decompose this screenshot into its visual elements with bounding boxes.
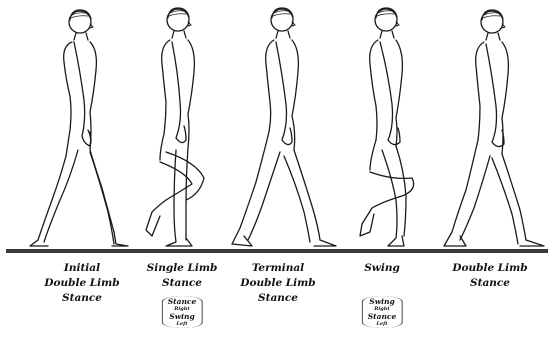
phase-label-line: Single Limb (147, 261, 218, 276)
figure-single-limb-stance (146, 8, 204, 246)
phase-label-double-limb-stance: Double Limb Stance (452, 261, 527, 291)
limb-role-note-line: Swing (168, 312, 197, 321)
limb-role-note-swing: Swing Right Stance Left (362, 296, 403, 328)
limb-role-note-line: Left (168, 321, 197, 327)
phase-label-line: Stance (240, 291, 315, 306)
phase-label-line: Swing (364, 261, 400, 276)
limb-role-note-line: Left (368, 321, 397, 327)
figure-swing (360, 8, 414, 246)
limb-role-note-line: Stance (368, 312, 397, 321)
phase-label-terminal-double-limb-stance: Terminal Double Limb Stance (240, 261, 315, 306)
phase-label-line: Stance (452, 276, 527, 291)
phase-label-line: Terminal (240, 261, 315, 276)
phase-label-line: Initial (44, 261, 119, 276)
figure-double-limb-stance (444, 10, 544, 246)
figure-initial-double-limb-stance (30, 10, 128, 246)
phase-label-single-limb-stance: Single Limb Stance (147, 261, 218, 291)
figure-terminal-double-limb-stance (232, 8, 336, 246)
limb-role-note-line: Stance (168, 297, 197, 306)
limb-role-note-single-limb-stance: Stance Right Swing Left (162, 296, 203, 328)
phase-label-initial-double-limb-stance: Initial Double Limb Stance (44, 261, 119, 306)
phase-label-line: Double Limb (452, 261, 527, 276)
ground-line (6, 249, 548, 253)
phase-label-line: Stance (147, 276, 218, 291)
limb-role-note-line: Swing (368, 297, 397, 306)
phase-label-line: Double Limb (240, 276, 315, 291)
phase-label-line: Double Limb (44, 276, 119, 291)
phase-label-swing: Swing (364, 261, 400, 276)
phase-label-line: Stance (44, 291, 119, 306)
